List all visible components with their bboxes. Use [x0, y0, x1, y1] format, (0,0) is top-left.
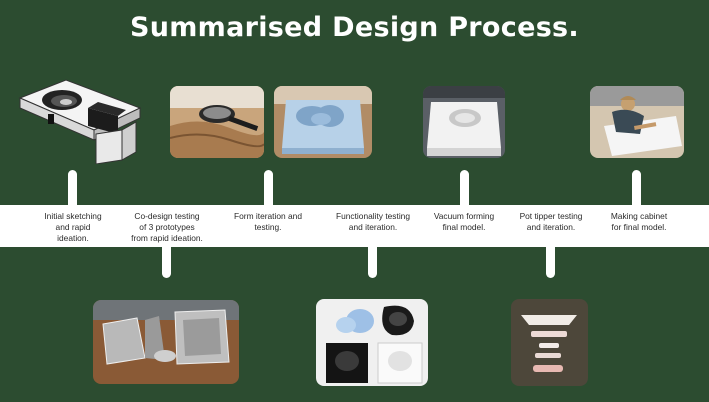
co-design-prototypes-photo	[93, 300, 239, 384]
step-label-pot-tipper: Pot tipper testing and iteration.	[519, 211, 583, 232]
timeline-connector	[368, 242, 377, 278]
timeline-connector	[632, 170, 641, 210]
vacuum-forming-photo	[423, 86, 505, 158]
step-label-form-iteration: Form iteration and testing.	[234, 211, 302, 232]
form-iteration-photo	[274, 86, 372, 158]
sketch-render-image	[18, 78, 142, 164]
timeline-connector	[162, 242, 171, 278]
timeline-connector	[68, 170, 77, 210]
pot-tipper-photo	[511, 299, 588, 386]
step-label-co-design: Co-design testing of 3 prototypes from r…	[131, 211, 203, 243]
functionality-testing-photo	[316, 299, 428, 386]
timeline-band	[0, 205, 709, 247]
pot-prototype-photo	[170, 86, 264, 158]
making-cabinet-photo	[590, 86, 684, 158]
timeline-connector	[264, 170, 273, 210]
step-label-cabinet: Making cabinet for final model.	[610, 211, 668, 232]
timeline-connector	[460, 170, 469, 210]
timeline-connector	[546, 242, 555, 278]
step-label-vacuum-forming: Vacuum forming final model.	[433, 211, 495, 232]
page-title: Summarised Design Process.	[129, 12, 579, 43]
step-label-functionality: Functionality testing and iteration.	[335, 211, 411, 232]
step-label-sketching: Initial sketching and rapid ideation.	[44, 211, 102, 243]
